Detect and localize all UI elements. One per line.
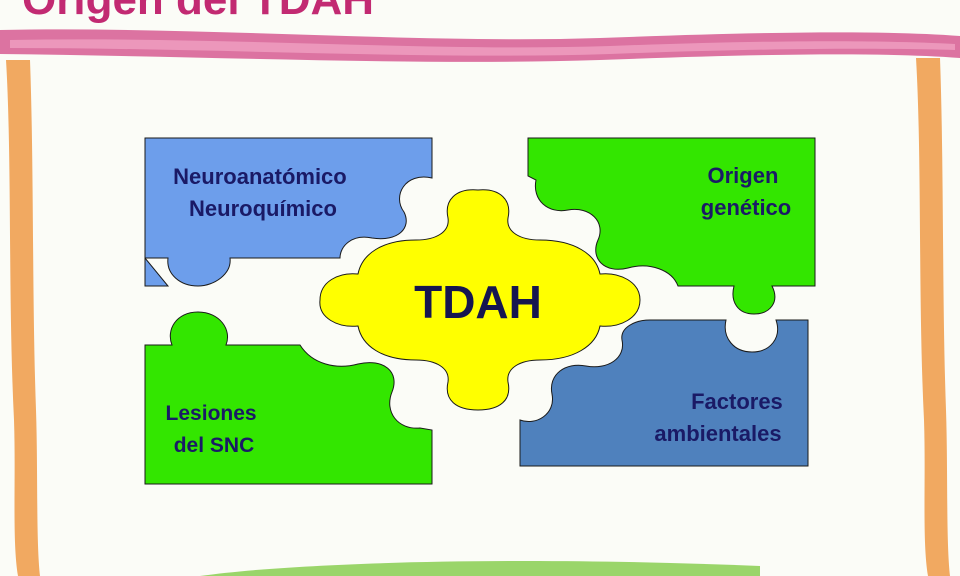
slide-title: Origen del TDAH (22, 0, 374, 22)
puzzle-piece-neuroanatomico (144, 137, 433, 287)
green-brush-stroke (200, 561, 760, 576)
pink-brush-stroke-light (10, 39, 955, 56)
left-orange-brush-stroke (6, 60, 40, 576)
piece-label-neuroanatomico: Neuroanatómico Neuroquímico (173, 164, 353, 221)
puzzle-piece-lesiones (144, 311, 433, 485)
puzzle-piece-center (319, 189, 641, 411)
puzzle-piece-factores (519, 319, 809, 467)
center-label: TDAH (414, 276, 542, 328)
pink-brush-stroke (0, 29, 960, 62)
puzzle-piece-origen-genetico (527, 137, 816, 315)
piece-label-lesiones: Lesiones del SNC (166, 402, 263, 457)
piece-label-factores: Factores ambientales (654, 389, 789, 446)
piece-label-origen-genetico: Origen genético (701, 163, 791, 220)
right-orange-brush-stroke (916, 58, 950, 576)
